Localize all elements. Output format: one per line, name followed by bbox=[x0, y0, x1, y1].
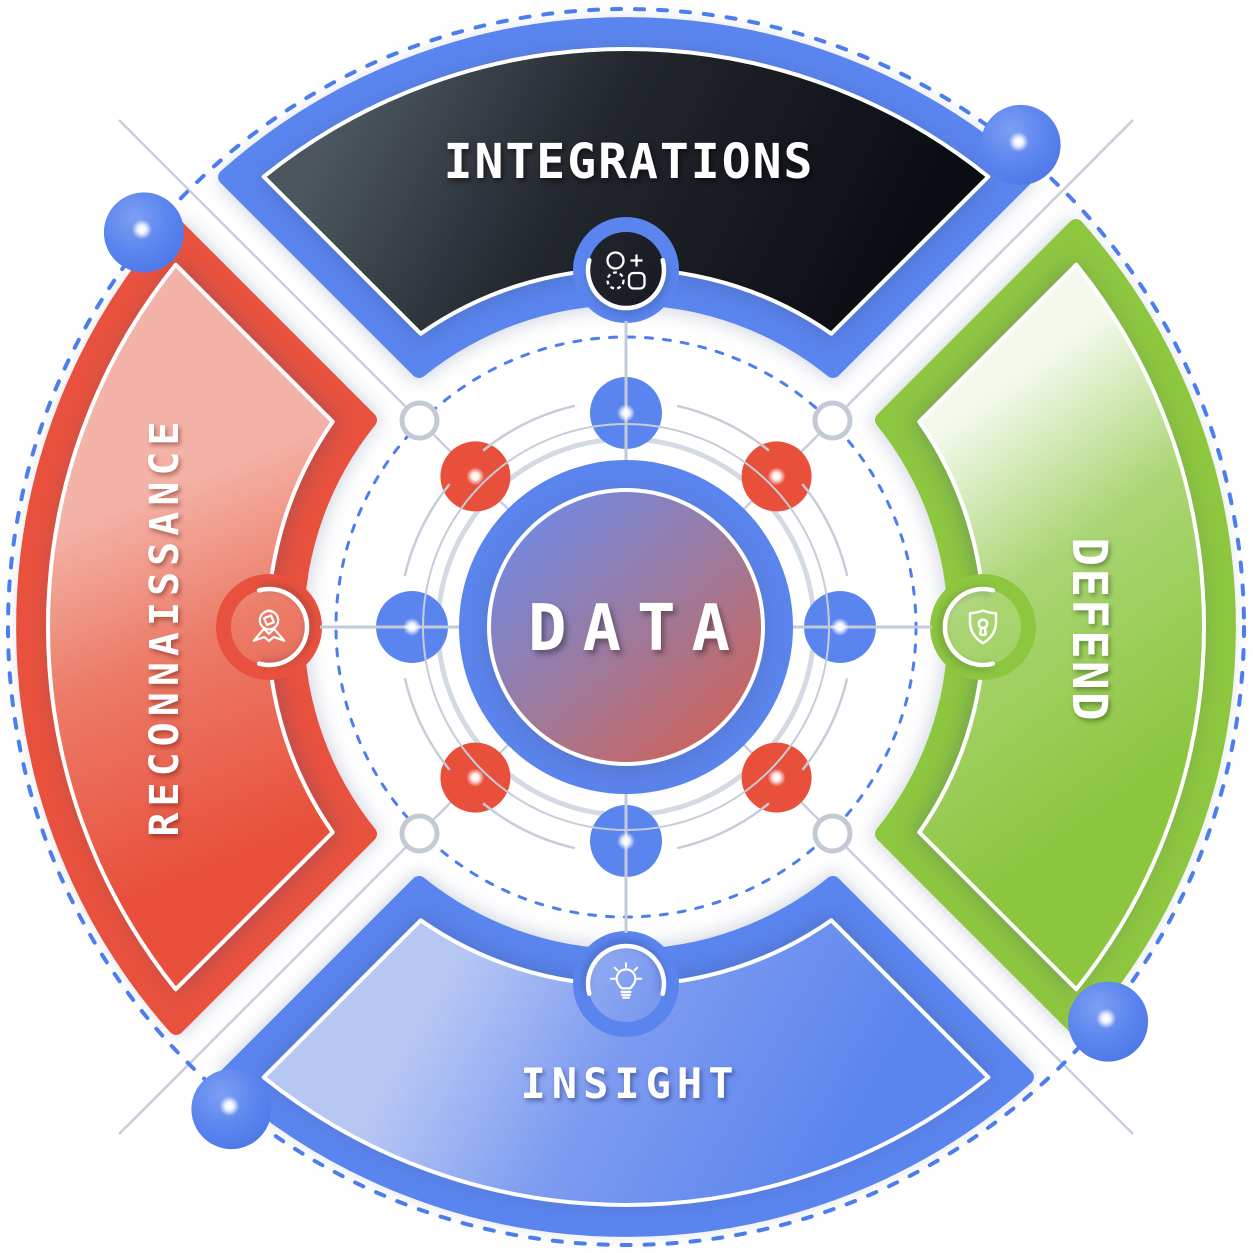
target-bracket-arcs bbox=[403, 404, 849, 850]
wedge-reconnaissance-bulge bbox=[231, 589, 307, 665]
node-glow bbox=[831, 618, 849, 636]
node-glow bbox=[767, 768, 786, 787]
node-glow bbox=[767, 467, 786, 486]
node-glow bbox=[617, 832, 635, 850]
shield-keyhole-icon bbox=[968, 609, 998, 645]
node-glow bbox=[617, 404, 635, 422]
lightbulb-icon bbox=[609, 962, 643, 999]
wedge-defend-bulge-outline bbox=[942, 586, 996, 668]
wedge-integrations[interactable] bbox=[218, 17, 1034, 378]
node-glow bbox=[466, 768, 485, 787]
corner-node-glow bbox=[131, 219, 152, 240]
center-label[interactable]: DATA bbox=[527, 592, 747, 666]
corner-node-dot bbox=[1068, 981, 1149, 1062]
open-node-circle bbox=[812, 400, 853, 441]
wedge-insight[interactable] bbox=[218, 876, 1034, 1237]
integration-shapes-icon bbox=[606, 251, 646, 290]
wedge-reconnaissance[interactable] bbox=[16, 219, 377, 1035]
wedge-defend[interactable] bbox=[875, 219, 1236, 1035]
open-node-circle bbox=[399, 813, 440, 854]
open-node-circle bbox=[812, 813, 853, 854]
center-data-sphere[interactable] bbox=[487, 488, 765, 766]
wedge-integrations-bulge-outline bbox=[585, 257, 667, 311]
node-glow bbox=[466, 467, 485, 486]
wedge-reconnaissance-bulge-outline bbox=[256, 586, 310, 668]
corner-node-dot bbox=[980, 104, 1061, 185]
outer-dashed-ring bbox=[6, 7, 1246, 1247]
compass-map-icon bbox=[252, 609, 286, 643]
wedge-label-reconnaissance[interactable]: RECONNAISSANCE bbox=[142, 415, 188, 837]
wedge-insight-bulge-outline bbox=[585, 943, 667, 997]
wedge-label-insight[interactable]: INSIGHT bbox=[520, 1059, 740, 1108]
open-node-circle bbox=[399, 400, 440, 441]
wedge-insight-bulge bbox=[588, 946, 664, 1022]
corner-node-dot bbox=[191, 1069, 272, 1150]
wedge-label-integrations[interactable]: INTEGRATIONS bbox=[443, 134, 815, 190]
corner-node-glow bbox=[1096, 1008, 1117, 1029]
corner-node-glow bbox=[219, 1096, 240, 1117]
node-glow bbox=[403, 618, 421, 636]
corner-node-glow bbox=[1008, 131, 1029, 152]
wedge-integrations-bulge bbox=[588, 232, 664, 308]
wedge-label-defend[interactable]: DEFEND bbox=[1061, 537, 1117, 723]
corner-node-dot bbox=[103, 192, 184, 273]
